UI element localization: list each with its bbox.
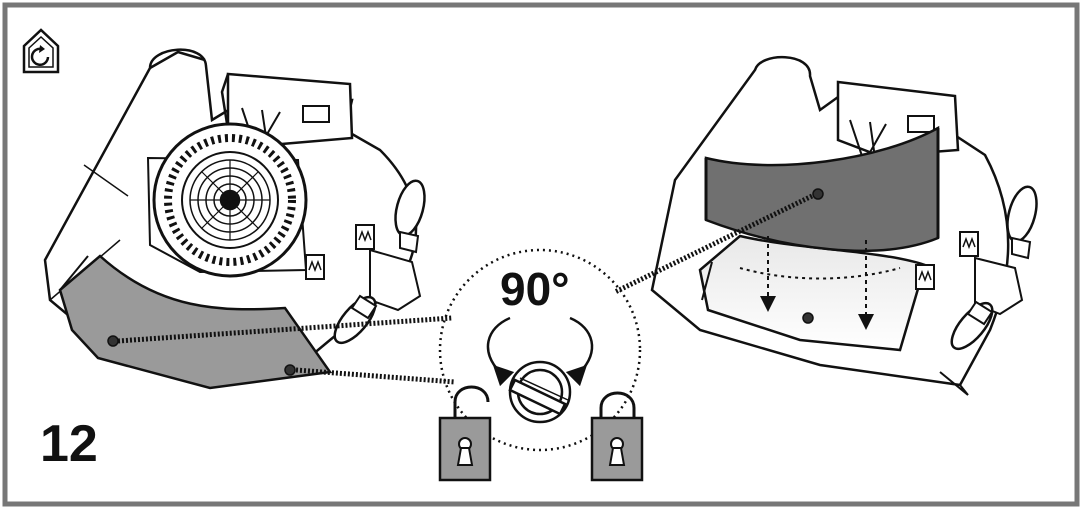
locked-padlock-icon: [590, 391, 644, 482]
blower-fan-left: [152, 122, 308, 278]
component-left-a: [305, 254, 325, 280]
guide-line-left-2: [295, 367, 456, 385]
rotation-knob-icon: [508, 360, 572, 424]
guide-line-right: [613, 193, 814, 295]
component-right-a: [915, 264, 935, 290]
rotate-arrow-right: [565, 316, 594, 387]
filter-clip-left-2: [284, 364, 296, 376]
unlocked-padlock-icon: [438, 385, 492, 482]
control-box-left: [226, 72, 354, 147]
filter-clip-right-top: [812, 188, 824, 200]
lamp-holder-left: [369, 248, 422, 312]
lamp-holder-right: [974, 256, 1024, 316]
filter-clip-left-1: [107, 335, 119, 347]
carbon-filter-panel-left: [58, 254, 333, 390]
hood-motor-assembly-left: [43, 48, 426, 390]
component-right-b: [959, 231, 979, 257]
filter-clip-right-1: [802, 312, 814, 324]
rotation-angle-label: 90°: [500, 263, 570, 315]
detail-circle: [438, 248, 642, 452]
detail-callout: [117, 193, 814, 452]
step-number: 12: [40, 415, 98, 473]
rotate-arrow-left: [486, 316, 515, 387]
recirculation-house-icon: [22, 28, 60, 74]
component-left-b: [355, 224, 375, 250]
